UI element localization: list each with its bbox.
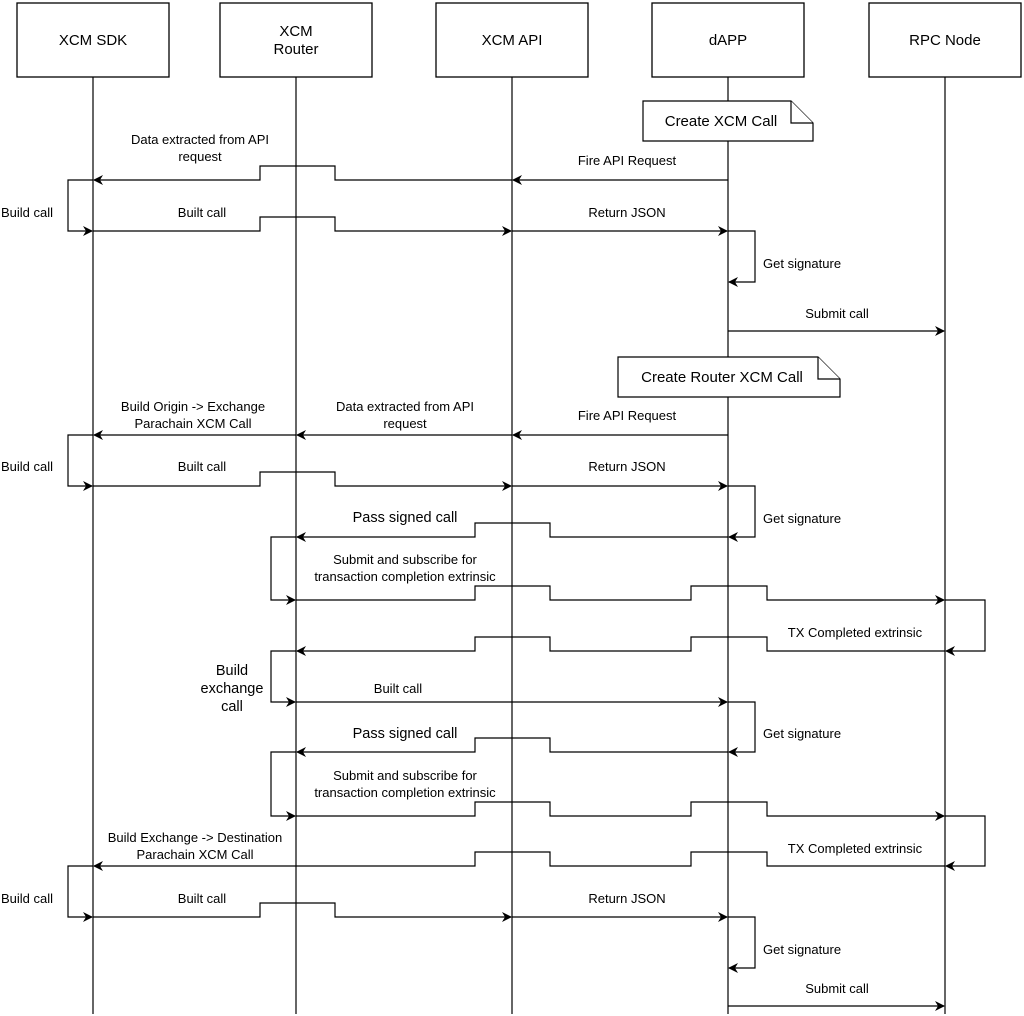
- message-arrow: [67, 865, 93, 922]
- message-arrow: [728, 701, 756, 757]
- message-label: Pass signed call: [353, 510, 458, 526]
- message-label: exchange: [201, 681, 264, 697]
- participant-label: XCM: [279, 23, 312, 40]
- message-label: Get signature: [763, 256, 841, 271]
- message-label: transaction completion extrinsic: [314, 785, 496, 800]
- message-label: Data extracted from API: [336, 399, 474, 414]
- message-label: Return JSON: [588, 459, 665, 474]
- message-arrow: [296, 522, 728, 542]
- message-arrow: [67, 434, 93, 491]
- participant-label: XCM SDK: [59, 32, 127, 49]
- message-label: Fire API Request: [578, 153, 677, 168]
- message-label: transaction completion extrinsic: [314, 569, 496, 584]
- message-label: Get signature: [763, 511, 841, 526]
- message-label: Get signature: [763, 726, 841, 741]
- message-label: Build Origin -> Exchange: [121, 399, 265, 414]
- participant-sdk: XCM SDK: [16, 2, 170, 78]
- message-label: Fire API Request: [578, 408, 677, 423]
- message-label: Return JSON: [588, 891, 665, 906]
- message-arrow: [945, 815, 986, 871]
- message-arrow: [270, 751, 296, 821]
- participant-label: Router: [273, 41, 318, 58]
- message-label: request: [178, 149, 222, 164]
- message-label: Submit call: [805, 306, 869, 321]
- message-arrow: [93, 165, 512, 185]
- message-label: call: [221, 699, 243, 715]
- message-arrow: [296, 737, 728, 757]
- message-label: Parachain XCM Call: [136, 847, 253, 862]
- message-arrow: [93, 902, 512, 922]
- message-arrow: [93, 216, 512, 236]
- message-arrow: [296, 801, 945, 821]
- message-label: Build call: [1, 891, 53, 906]
- message-label: Get signature: [763, 942, 841, 957]
- message-arrow: [296, 636, 945, 656]
- message-arrow: [296, 585, 945, 605]
- message-label: TX Completed extrinsic: [788, 625, 923, 640]
- message-arrow: [728, 916, 756, 973]
- message-arrow: [728, 485, 756, 542]
- message-label: Pass signed call: [353, 726, 458, 742]
- message-label: Built call: [178, 891, 227, 906]
- message-label: Data extracted from API: [131, 132, 269, 147]
- message-label: Submit and subscribe for: [333, 552, 477, 567]
- message-label: Build: [216, 663, 248, 679]
- message-label: Submit call: [805, 981, 869, 996]
- message-label: Built call: [374, 681, 423, 696]
- message-label: Return JSON: [588, 205, 665, 220]
- message-label: request: [383, 416, 427, 431]
- message-label: Submit and subscribe for: [333, 768, 477, 783]
- message-arrow: [270, 536, 296, 605]
- message-label: Parachain XCM Call: [134, 416, 251, 431]
- message-label: Build call: [1, 205, 53, 220]
- note-text: Create Router XCM Call: [641, 369, 803, 386]
- participant-api: XCM API: [435, 2, 589, 78]
- participant-dapp: dAPP: [651, 2, 805, 78]
- note: Create XCM Call: [642, 100, 814, 142]
- note: Create Router XCM Call: [617, 356, 841, 398]
- participant-label: dAPP: [709, 32, 747, 49]
- message-arrow: [93, 851, 945, 871]
- note-text: Create XCM Call: [665, 113, 778, 130]
- participant-label: RPC Node: [909, 32, 981, 49]
- message-arrow: [93, 471, 512, 491]
- participant-rpc: RPC Node: [868, 2, 1022, 78]
- message-label: Built call: [178, 205, 227, 220]
- message-arrow: [945, 599, 986, 656]
- message-label: Build Exchange -> Destination: [108, 830, 283, 845]
- message-label: Built call: [178, 459, 227, 474]
- message-label: Build call: [1, 459, 53, 474]
- message-label: TX Completed extrinsic: [788, 841, 923, 856]
- participant-label: XCM API: [482, 32, 543, 49]
- message-arrow: [728, 230, 756, 287]
- message-arrow: [67, 179, 93, 236]
- message-arrow: [270, 650, 296, 707]
